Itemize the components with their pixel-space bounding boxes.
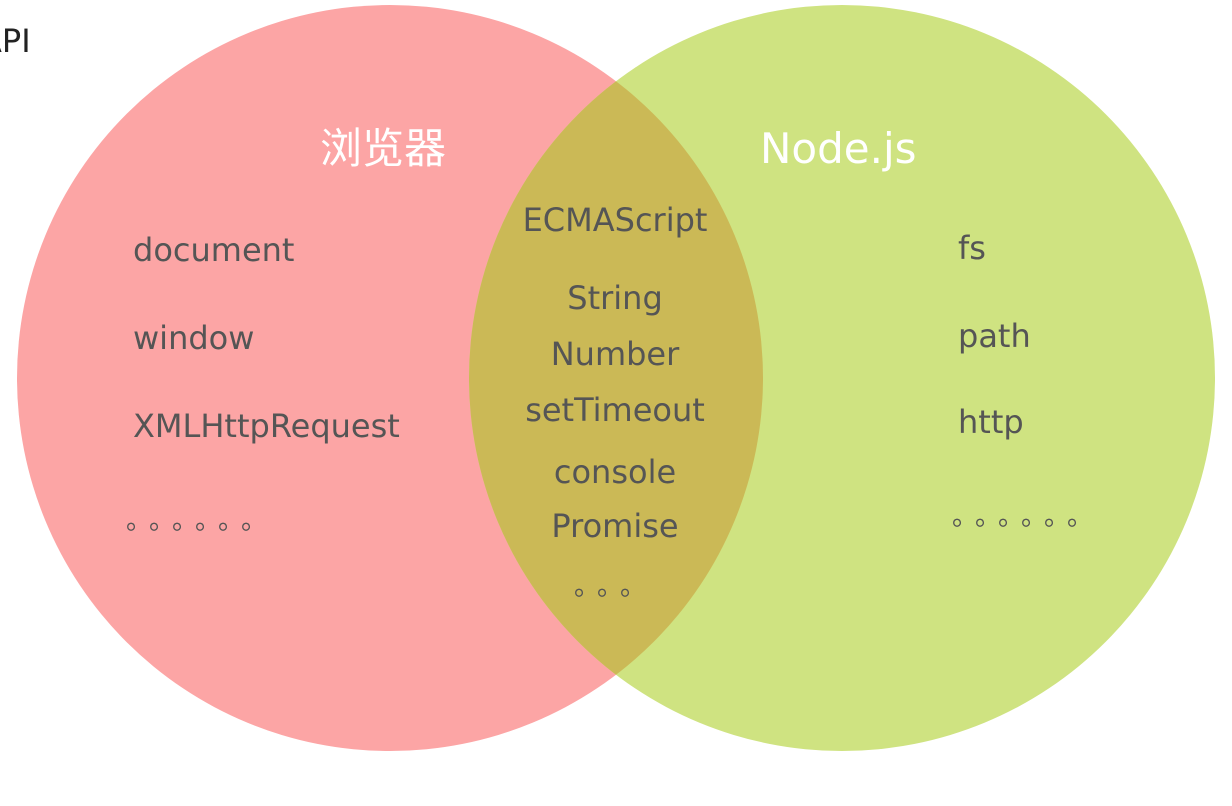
browser-item-document: document [133,231,295,269]
node-item-path: path [958,317,1031,355]
node-item-ellipsis: 。。。。。。 [952,502,1104,532]
shared-item-console: console [553,453,677,491]
browser-item-xmlhttprequest: XMLHttpRequest [133,407,400,445]
overlap-region [469,5,763,751]
corner-label-text: API [0,22,31,60]
shared-item-string: String [567,279,663,317]
shared-item-promise: Promise [551,507,679,545]
browser-title: 浏览器 [320,124,447,173]
shared-item-ecmascript: ECMAScript [522,201,708,239]
browser-item-window: window [133,319,255,357]
shared-item-settimeout: setTimeout [525,391,705,429]
node-item-http: http [958,403,1024,441]
browser-item-ellipsis: 。。。。。。 [126,506,278,536]
corner-label: API [0,22,51,60]
shared-item-ellipsis: 。。。 [573,572,656,602]
node-item-fs: fs [958,229,986,267]
node-title: Node.js [760,124,917,173]
shared-item-number: Number [550,335,680,373]
